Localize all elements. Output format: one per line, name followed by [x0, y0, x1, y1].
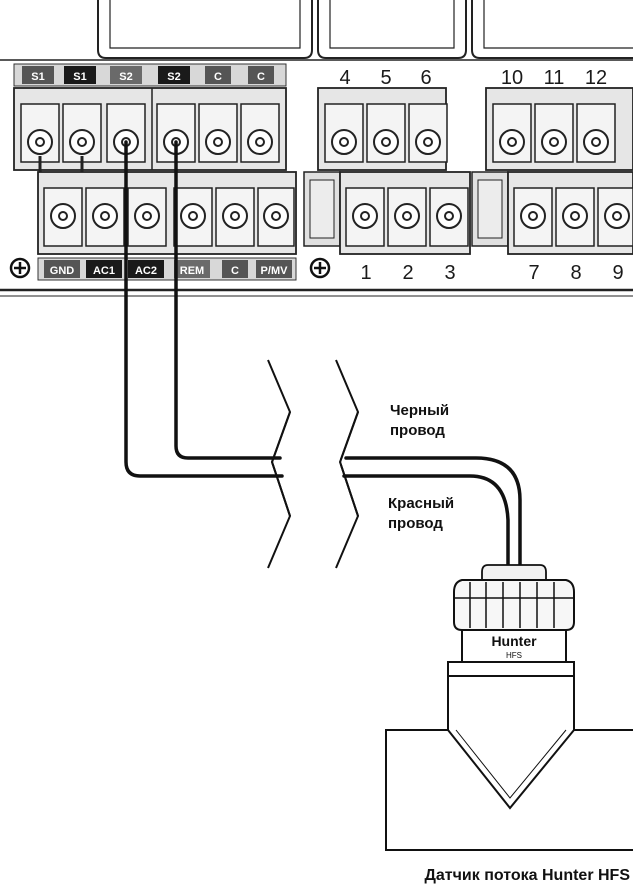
sensor-model: HFS: [506, 651, 522, 660]
bottom-numbers: 1 2 3 7 8 9: [360, 262, 623, 284]
bottom-tags: GND AC1 AC2 REM C P/MV: [44, 260, 292, 278]
tag-box-pmv: [256, 260, 292, 278]
tag-box-s2b: [158, 66, 190, 84]
tag-box-s1b: [64, 66, 96, 84]
controller-housing: [0, 0, 633, 297]
top-num-6: 6: [420, 67, 431, 89]
lower-terminal-block-left: [37, 171, 297, 255]
bottom-num-3: 3: [444, 262, 455, 284]
tag-box-cb: [248, 66, 274, 84]
tag-box-s1a: [22, 66, 54, 84]
top-num-4: 4: [339, 67, 350, 89]
upper-terminal-block-left: [13, 87, 287, 171]
bottom-num-8: 8: [570, 262, 581, 284]
black-wire: [174, 140, 282, 460]
upper-terminal-block-right: [485, 87, 633, 171]
ground-icon: [9, 257, 31, 279]
top-num-12: 12: [585, 67, 607, 89]
tag-box-s2a: [110, 66, 142, 84]
tag-ac1: AC1: [93, 265, 115, 277]
screw-cb: [247, 129, 273, 155]
sensor-brand: Hunter: [491, 633, 537, 649]
top-tag-strip: [13, 63, 287, 87]
top-tags: S1 S1 S2 S2 C C: [22, 66, 274, 84]
bottom-num-9: 9: [612, 262, 623, 284]
tag-box-ca: [205, 66, 231, 84]
bottom-num-2: 2: [402, 262, 413, 284]
tag-ac2: AC2: [135, 265, 157, 277]
upper-screws: [27, 129, 609, 155]
tag-gnd: GND: [50, 265, 75, 277]
black-wire-continued: [344, 456, 522, 567]
lower-connector-post-b: [471, 171, 509, 247]
wires: [124, 140, 522, 567]
red-wire-label-1: Красный: [388, 495, 454, 512]
upper-terminal-block-mid: [317, 87, 448, 171]
tag-pmv: P/MV: [261, 265, 289, 277]
sensor-caption: Датчик потока Hunter HFS: [425, 867, 631, 884]
screw-ca: [205, 129, 231, 155]
lower-screws: [50, 203, 630, 229]
screw-s1b: [69, 129, 95, 155]
top-num-10: 10: [501, 67, 523, 89]
ground-icon-right: [309, 257, 331, 279]
tag-ca: C: [214, 71, 222, 83]
flow-sensor: Hunter HFS: [385, 564, 633, 851]
tag-s2a: S2: [119, 71, 132, 83]
wire-break-gap: [286, 450, 340, 482]
tag-s1a: S1: [31, 71, 44, 83]
tag-s2b: S2: [167, 71, 180, 83]
tag-c: C: [231, 265, 239, 277]
bottom-num-7: 7: [528, 262, 539, 284]
red-wire-continued: [342, 474, 510, 567]
lower-connector-post-a: [303, 171, 341, 247]
tag-box-rem: [174, 260, 210, 278]
bottom-num-1: 1: [360, 262, 371, 284]
black-wire-label-1: Черный: [390, 402, 449, 419]
top-numbers: 4 5 6 10 11 12: [339, 67, 607, 89]
top-num-5: 5: [380, 67, 391, 89]
red-wire: [124, 140, 284, 478]
red-wire-label-2: провод: [388, 515, 443, 532]
tag-cb: C: [257, 71, 265, 83]
black-wire-label-2: провод: [390, 422, 445, 439]
tag-box-c: [222, 260, 248, 278]
screw-s1a: [27, 129, 53, 155]
tag-s1b: S1: [73, 71, 86, 83]
tag-box-ac1: [86, 260, 122, 278]
tag-box-ac2: [128, 260, 164, 278]
top-num-11: 11: [544, 67, 565, 89]
tag-box-gnd: [44, 260, 80, 278]
tag-rem: REM: [180, 265, 204, 277]
